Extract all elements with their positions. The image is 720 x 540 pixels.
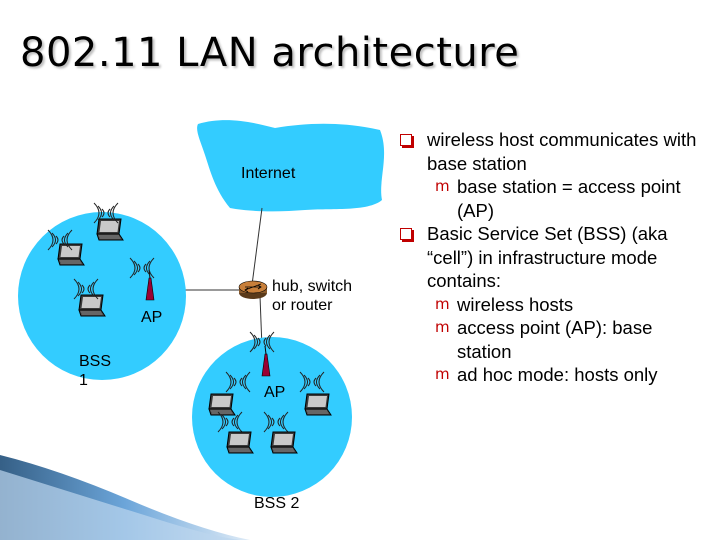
laptop-icon xyxy=(96,218,124,241)
router-icon xyxy=(238,280,268,299)
bullet-item: Basic Service Set (BSS) (aka “cell”) in … xyxy=(400,222,710,293)
bullet-item: m ad hoc mode: hosts only xyxy=(400,363,710,387)
bss1-label-line2: 1 xyxy=(79,372,88,389)
bullet-text: Basic Service Set (BSS) (aka “cell”) in … xyxy=(427,223,668,291)
ap-left-label: AP xyxy=(141,309,163,326)
laptop-icon xyxy=(57,243,85,266)
bss2-label: BSS 2 xyxy=(254,495,300,512)
bullet-text: base station = access point (AP) xyxy=(457,176,681,221)
laptop-icon xyxy=(270,431,298,454)
bullet-item: m wireless hosts xyxy=(400,293,710,317)
laptop-icon xyxy=(304,393,332,416)
ap-bottom-icon xyxy=(261,345,271,377)
bullet-text: access point (AP): base station xyxy=(457,317,653,362)
bullet-list: wireless host communicates with base sta… xyxy=(400,128,710,387)
slide-title: 802.11 LAN architecture xyxy=(20,30,520,76)
link-cloud-router xyxy=(251,207,263,286)
m-glyph-icon: m xyxy=(435,365,450,383)
hub-label-line1: hub, switch xyxy=(272,278,353,295)
laptop-icon xyxy=(226,431,254,454)
ap-bottom-label: AP xyxy=(264,384,286,401)
bullet-text: wireless hosts xyxy=(457,293,574,315)
laptop-icon xyxy=(208,393,236,416)
bullet-item: m access point (AP): base station xyxy=(400,316,710,363)
m-glyph-icon: m xyxy=(435,294,450,313)
bss1-label-line1: BSS xyxy=(79,353,112,370)
hollow-square-icon xyxy=(400,222,412,249)
hollow-square-icon xyxy=(400,128,412,155)
bullet-item: m base station = access point (AP) xyxy=(400,175,710,222)
laptop-icon xyxy=(78,294,106,317)
bullet-item: wireless host communicates with base sta… xyxy=(400,128,710,175)
m-glyph-icon: m xyxy=(435,177,450,195)
m-glyph-icon: m xyxy=(435,318,450,336)
bullet-text: ad hoc mode: hosts only xyxy=(457,364,658,385)
hub-label-line2: or router xyxy=(272,297,333,314)
bss2-cell xyxy=(192,337,352,497)
decorative-wave-light xyxy=(0,470,260,540)
bss1-label: BSS 1 xyxy=(79,352,111,390)
hub-label: hub, switch or router xyxy=(272,277,352,315)
bullet-text: wireless host communicates with base sta… xyxy=(427,129,697,174)
internet-cloud xyxy=(197,120,385,212)
internet-label: Internet xyxy=(241,165,296,182)
